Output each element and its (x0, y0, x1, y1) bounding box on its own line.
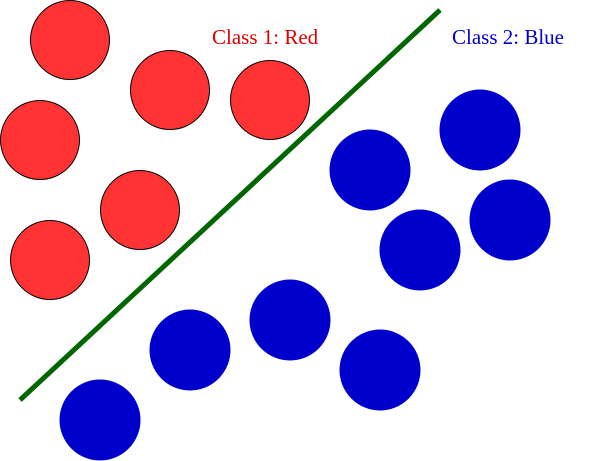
red-class-points (0, 0, 310, 300)
decision-boundary-line (18, 8, 442, 402)
blue-point (469, 179, 551, 261)
blue-point (149, 309, 231, 391)
blue-point (329, 129, 411, 211)
blue-point (59, 379, 141, 461)
blue-point (339, 329, 421, 411)
red-point (0, 100, 80, 180)
blue-point (379, 209, 461, 291)
red-point (130, 50, 210, 130)
red-point (230, 60, 310, 140)
red-point (10, 220, 90, 300)
red-point (30, 0, 110, 80)
red-point (100, 170, 180, 250)
blue-class-points (59, 89, 551, 461)
blue-class-label: Class 2: Blue (452, 25, 564, 49)
red-class-label: Class 1: Red (212, 25, 319, 49)
blue-point (439, 89, 521, 171)
blue-point (249, 279, 331, 361)
